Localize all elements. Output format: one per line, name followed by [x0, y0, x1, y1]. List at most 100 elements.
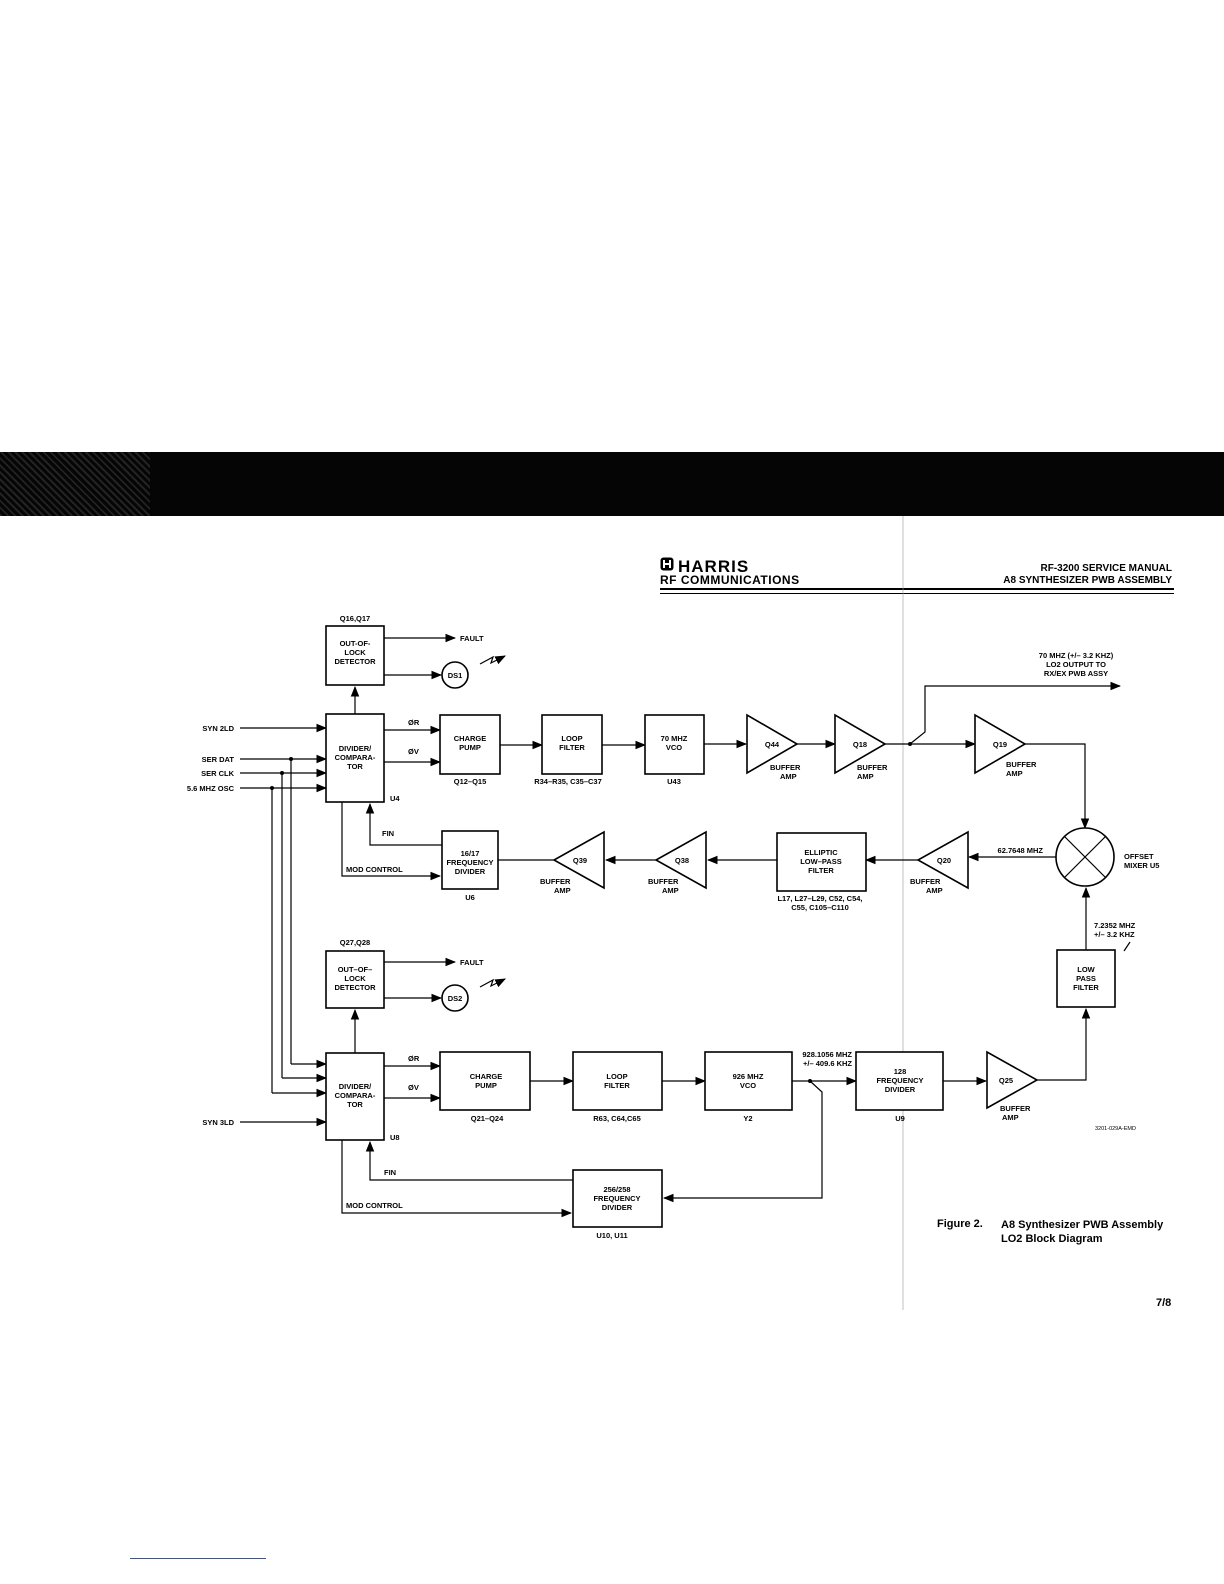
vco-freq-label: 928.1056 MHZ	[802, 1050, 852, 1059]
charge-pump-block	[439, 714, 501, 775]
charge-pump-ref: Q21–Q24	[471, 1114, 504, 1123]
div128-text: FREQUENCY	[876, 1076, 923, 1085]
q38-label: Q38	[675, 856, 689, 865]
div128-block	[855, 1051, 944, 1111]
header-rule-thin	[660, 593, 1174, 594]
buffer-amp-q38	[654, 830, 707, 890]
logo-name: HARRIS	[678, 557, 750, 576]
freq-divider-ref: U6	[465, 893, 475, 902]
div128-ref: U9	[895, 1114, 905, 1123]
light-emission-icon	[479, 655, 506, 665]
buffer-label: BUFFER	[770, 763, 801, 772]
divider-comparator-block	[325, 713, 385, 803]
syn2ld-label: SYN 2LD	[202, 724, 234, 733]
low-pass-text: FILTER	[1073, 983, 1099, 992]
lock-detector-text: LOCK	[344, 648, 366, 657]
charge-pump-text: PUMP	[459, 743, 481, 752]
fin-line	[365, 1140, 573, 1181]
harris-logo-icon	[660, 557, 674, 571]
output-label: LO2 OUTPUT TO	[1046, 660, 1106, 669]
divider-comparator-block	[325, 1052, 385, 1141]
lock-detector-text: DETECTOR	[334, 657, 376, 666]
page-number: 7/8	[1156, 1297, 1172, 1309]
amp-label: AMP	[857, 772, 874, 781]
buffer-amp-q19	[974, 713, 1027, 775]
elliptic-filter-block	[776, 832, 867, 892]
fin-line	[365, 802, 442, 846]
freq-divider-text: 256/258	[603, 1185, 630, 1194]
output-label: RX/EX PWB ASSY	[1044, 669, 1108, 678]
if-freq-label: 7.2352 MHZ	[1094, 921, 1136, 930]
buffer-label: BUFFER	[540, 877, 571, 886]
divider-ref: U4	[390, 794, 400, 803]
q19-to-mixer	[1025, 743, 1090, 830]
tick-mark	[1123, 941, 1131, 952]
lock-detector-text: DETECTOR	[334, 983, 376, 992]
q44-label: Q44	[765, 740, 780, 749]
led-label: DS2	[448, 994, 463, 1003]
low-pass-filter-block	[1056, 949, 1116, 1008]
freq-divider-block	[572, 1169, 663, 1228]
charge-pump-text: CHARGE	[470, 1072, 503, 1081]
amp-label: AMP	[662, 886, 679, 895]
lock-detector-refs: Q16,Q17	[340, 614, 370, 623]
freq-divider-text: FREQUENCY	[593, 1194, 640, 1203]
elliptic-text: LOW–PASS	[800, 857, 842, 866]
band-speckle	[0, 452, 150, 516]
ser-clk-label: SER CLK	[201, 769, 235, 778]
lock-detector-block	[325, 950, 385, 1009]
mod-control-label: MOD CONTROL	[346, 1201, 403, 1210]
loop-filter-block	[541, 714, 603, 775]
buffer-label: BUFFER	[1000, 1104, 1031, 1113]
light-emission-icon	[479, 978, 506, 988]
led-ds2	[441, 984, 469, 1012]
freq-divider-text: DIVIDER	[455, 867, 486, 876]
buffer-label: BUFFER	[857, 763, 888, 772]
amp-label: AMP	[554, 886, 571, 895]
freq-divider-text: 16/17	[461, 849, 480, 858]
junction-dot	[280, 771, 284, 775]
elliptic-ref: C55, C105–C110	[791, 903, 849, 912]
fault-label: FAULT	[460, 958, 484, 967]
if-freq-label: +/– 3.2 KHZ	[1094, 930, 1135, 939]
output-label: 70 MHZ (+/– 3.2 KHZ)	[1039, 651, 1114, 660]
osc-label: 5.6 MHZ OSC	[187, 784, 235, 793]
lock-detector-text: OUT–OF–	[338, 965, 373, 974]
lock-detector-text: LOCK	[344, 974, 366, 983]
vco-ref: Y2	[743, 1114, 752, 1123]
fin-label: FIN	[384, 1168, 396, 1177]
freq-divider-ref: U10, U11	[596, 1231, 627, 1240]
q25-to-lpf	[1037, 1007, 1091, 1081]
mix-freq-label: 62.7648 MHZ	[998, 846, 1044, 855]
manual-subtitle: A8 SYNTHESIZER PWB ASSEMBLY	[1003, 575, 1172, 586]
mod-control-line	[341, 802, 442, 881]
mixer-label: OFFSET	[1124, 852, 1154, 861]
loop-filter-text: LOOP	[606, 1072, 627, 1081]
buffer-label: BUFFER	[648, 877, 679, 886]
loop-filter-ref: R63, C64,C65	[593, 1114, 641, 1123]
elliptic-text: ELLIPTIC	[804, 848, 838, 857]
elliptic-text: FILTER	[808, 866, 834, 875]
vco-text: VCO	[666, 743, 682, 752]
charge-pump-ref: Q12–Q15	[454, 777, 487, 786]
vco-ref: U43	[667, 777, 681, 786]
logo-subtitle: RF COMMUNICATIONS	[660, 573, 800, 587]
mod-control-line	[341, 1140, 573, 1218]
q20-label: Q20	[937, 856, 951, 865]
vco-block	[704, 1051, 793, 1111]
phase-r-label: ØR	[408, 718, 420, 727]
buffer-amp-q20	[916, 830, 969, 890]
elliptic-ref: L17, L27–L29, C52, C54,	[777, 894, 862, 903]
div128-text: 128	[894, 1067, 907, 1076]
buffer-amp-q39	[552, 830, 605, 890]
lo2-output-line	[909, 681, 1122, 745]
lock-detector-text: OUT-OF-	[340, 639, 371, 648]
manual-title: RF-3200 SERVICE MANUAL	[1040, 563, 1172, 574]
phase-v-label: ØV	[408, 747, 419, 756]
amp-label: AMP	[926, 886, 943, 895]
vco-text: 70 MHZ	[661, 734, 688, 743]
divider-text: COMPARA-	[335, 1091, 376, 1100]
divider-text: TOR	[347, 762, 363, 771]
fin-label: FIN	[382, 829, 394, 838]
loop-filter-text: FILTER	[604, 1081, 630, 1090]
